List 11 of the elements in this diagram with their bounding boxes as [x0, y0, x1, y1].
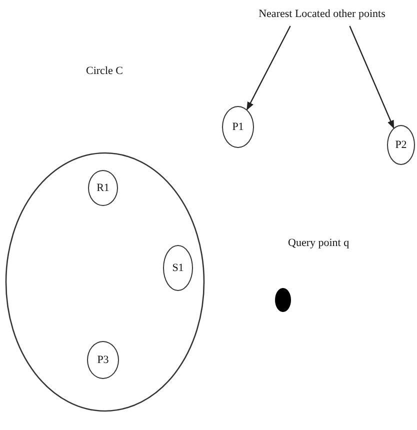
point-label: Query point q	[288, 238, 350, 249]
circle-label: Circle C	[86, 66, 123, 77]
arrow	[246, 26, 291, 110]
filled-dot	[275, 288, 291, 312]
point-circle: P2	[387, 125, 415, 165]
point-circle: R1	[88, 170, 118, 206]
point-circle: P3	[87, 341, 119, 379]
point-circle: P1	[222, 106, 254, 148]
point-circle: S1	[163, 245, 193, 291]
arrow	[349, 26, 394, 129]
heading-text: Nearest Located other points	[256, 9, 388, 23]
